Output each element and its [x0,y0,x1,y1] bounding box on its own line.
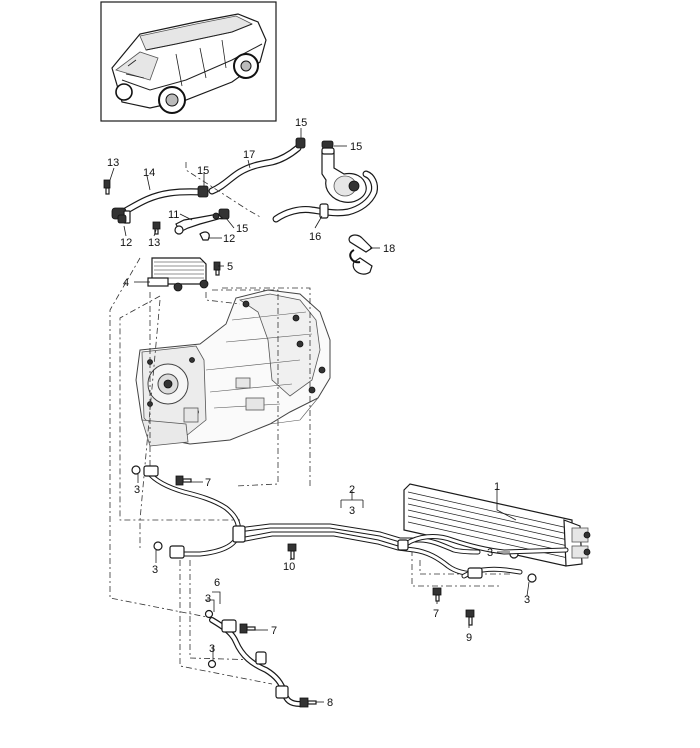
callout-7: 7 [433,608,439,620]
callout-labels: 1 2 3 3 3 3 3 3 3 4 5 6 7 7 7 8 9 10 11 … [107,117,530,709]
hose-17 [208,144,302,195]
callout-9: 9 [466,632,472,644]
callout-13: 13 [107,157,119,169]
bolt-7 [175,475,442,634]
oil-cooler-4 [147,257,221,292]
callout-3: 3 [134,484,140,496]
callout-5: 5 [227,261,233,273]
callout-16: 16 [309,231,321,243]
callout-3: 3 [487,547,493,559]
callout-1: 1 [494,481,500,493]
fitting-12 [117,214,210,241]
callout-12: 12 [223,233,235,245]
callout-15: 15 [236,223,248,235]
clamp-15 [197,137,334,220]
callout-7: 7 [205,477,211,489]
seal-3 [131,465,217,669]
callout-6: 6 [214,577,220,589]
callout-15: 15 [295,117,307,129]
callout-13: 13 [148,237,160,249]
callout-3: 3 [152,564,158,576]
callout-2: 2 [349,484,355,496]
callout-3: 3 [524,594,530,606]
pipe-6 [209,617,303,707]
callout-18: 18 [383,243,395,255]
callout-10: 10 [283,561,295,573]
callout-4: 4 [123,277,129,289]
suv-vehicle-icon [111,13,267,114]
callout-17: 17 [243,149,255,161]
callout-3: 3 [209,643,215,655]
callout-8: 8 [327,697,333,709]
callout-leaders [109,128,530,703]
callout-3: 3 [205,593,211,605]
callout-3: 3 [349,505,355,517]
callout-11: 11 [168,209,179,221]
hose-16 [272,147,378,223]
clip-18 [348,234,373,275]
callout-7: 7 [271,625,277,637]
bolt-9 [465,609,475,626]
callout-15: 15 [350,141,362,153]
bolt-13 [103,179,161,235]
pipe-11 [174,212,224,235]
callout-12: 12 [120,237,132,249]
bolt-10 [287,543,297,560]
callout-14: 14 [143,167,155,179]
transmission-housing-icon [135,289,331,447]
bolt-8 [299,697,317,708]
cooler-lines-2 [143,465,569,579]
vehicle-thumbnail [100,1,277,122]
callout-15: 15 [197,165,209,177]
